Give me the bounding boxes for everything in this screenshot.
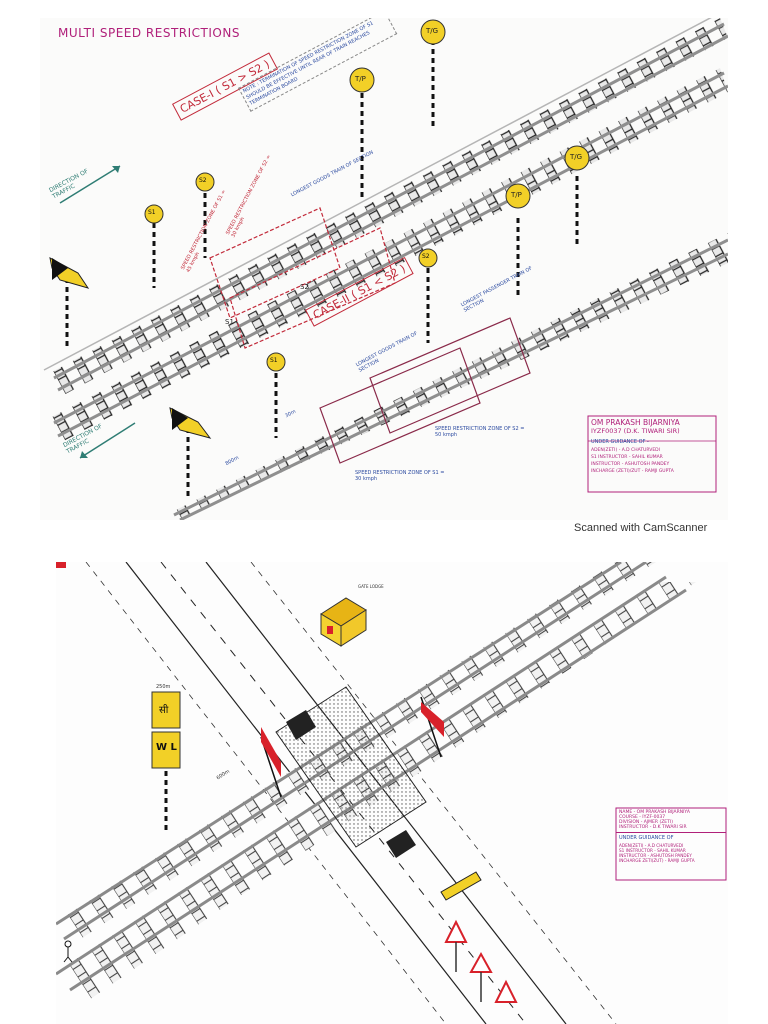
sheet-multi-speed-restrictions: MULTI SPEED RESTRICTIONS CASE-I ( S1 > S… — [40, 18, 728, 520]
label-s2: S2 — [300, 283, 309, 291]
track-middle — [50, 68, 728, 444]
board-label-wl: W L — [156, 742, 177, 753]
credit-box-1: OM PRAKASH BIJARNIYA IYZF0037 (D.K. TIWA… — [588, 416, 716, 492]
board-tg-right: T/G — [570, 153, 583, 161]
credit-row: S1 INSTRUCTOR - SAHIL KUMAR — [591, 455, 663, 460]
board-s1-case1: S1 — [148, 209, 156, 216]
track-diagram-1 — [43, 18, 728, 520]
credit-row: INCHARGE ZETI(ZUT) - RAMJI GUPTA — [619, 858, 695, 863]
whistle-board — [151, 691, 181, 832]
red-flag-right — [420, 696, 444, 758]
person-figure — [63, 940, 73, 963]
zone-s2-case2: SPEED RESTRICTION ZONE OF S2 = 50 kmph — [435, 426, 525, 438]
track-upper — [43, 18, 728, 398]
credit-name: OM PRAKASH BIJARNIYA — [591, 418, 680, 427]
track-diagram-2 — [56, 562, 727, 1024]
sheet-level-crossing: सी W L GATE LODGE 250m 600m NAME - OM PR… — [56, 562, 728, 1024]
road-sign-3 — [494, 979, 518, 1003]
scan-watermark: Scanned with CamScanner — [574, 522, 708, 534]
board-tp-top: T/P — [355, 75, 366, 83]
board-s2-case2: S2 — [422, 253, 430, 260]
credit-row: INSTRUCTOR - ASHUTOSH PANDEY — [619, 853, 692, 858]
direction-arrow-top — [59, 165, 121, 204]
credit-name-line: NAME - OM PRAKASH BIJARNIYA — [619, 810, 690, 815]
credit-row: S1 INSTRUCTOR - SAHIL KUMAR — [619, 848, 686, 853]
board-s2-case1: S2 — [199, 177, 207, 184]
red-flag-left — [260, 727, 282, 798]
board-label-top: सी — [159, 705, 169, 716]
board-tp-right: T/P — [511, 191, 522, 199]
distance-250m: 250m — [156, 684, 171, 690]
board-tg-top: T/G — [426, 27, 439, 35]
gate-lodge-hut — [320, 597, 367, 647]
direction-arrow-bottom — [79, 422, 136, 459]
gate-lodge-label: GATE LODGE — [358, 584, 384, 589]
credit-heading: UNDER GUIDANCE OF — [619, 835, 674, 841]
credit-row: ADEN(ZETI) - A.D CHATURVEDI — [591, 448, 660, 453]
road-sign-1 — [444, 919, 468, 972]
credit-course-line: COURSE - IYZF-0037 — [619, 815, 666, 820]
road-sign-2 — [469, 951, 493, 1002]
credit-instructor-line: INSTRUCTOR - D.K TIWARI SIR — [616, 825, 726, 833]
credit-row: ADEN(ZETI) - A.D CHATURVEDI — [619, 843, 684, 848]
credit-division-line: DIVISION - AJMER (ZETI) — [619, 820, 673, 825]
credit-row: INCHARGE (ZETI)/ZUT - RAMJI GUPTA — [591, 469, 674, 474]
page-title: MULTI SPEED RESTRICTIONS — [58, 26, 240, 40]
credit-box-2: NAME - OM PRAKASH BIJARNIYA COURSE - IYZ… — [616, 808, 726, 880]
board-s1-case2: S1 — [270, 357, 278, 364]
track-lower — [170, 233, 728, 520]
credit-row: INSTRUCTOR - ASHUTOSH PANDEY — [591, 462, 670, 467]
label-s1: S1 — [225, 318, 234, 326]
credit-course: IYZF0037 (D.K. TIWARI SIR) — [591, 427, 680, 435]
credit-heading: UNDER GUIDANCE OF - — [591, 439, 649, 445]
zone-s1-case2: SPEED RESTRICTION ZONE OF S1 = 30 kmph — [355, 470, 445, 482]
